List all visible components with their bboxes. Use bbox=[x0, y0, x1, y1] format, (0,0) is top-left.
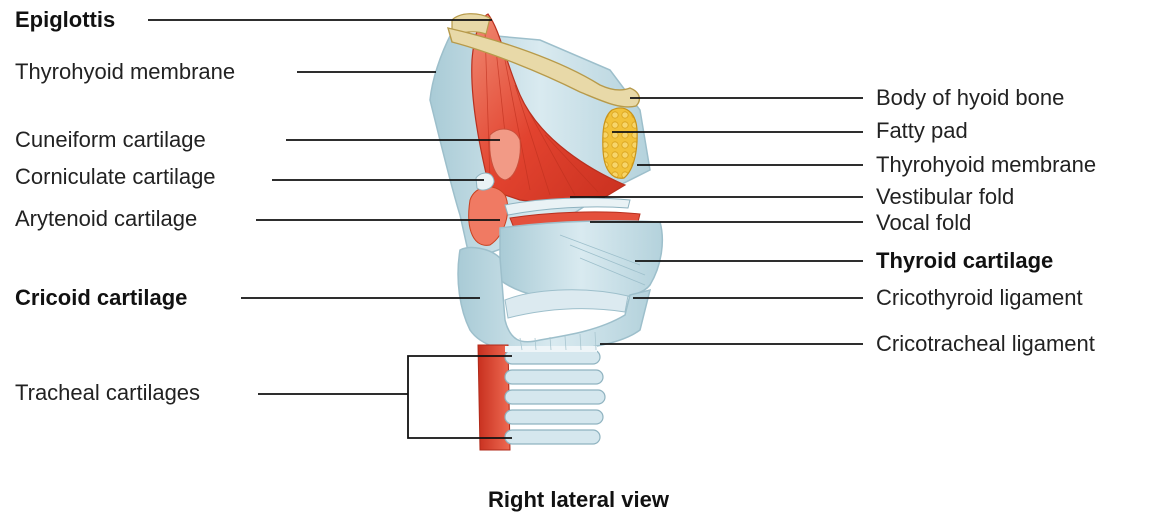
tracheal-rings bbox=[505, 346, 605, 444]
label-corniculate-cartilage: Corniculate cartilage bbox=[15, 166, 216, 188]
label-cricothyroid-ligament: Cricothyroid ligament bbox=[876, 287, 1083, 309]
label-vocal-fold: Vocal fold bbox=[876, 212, 971, 234]
cricoid-arch bbox=[505, 290, 628, 318]
label-vestibular-fold: Vestibular fold bbox=[876, 186, 1014, 208]
label-cuneiform-cartilage: Cuneiform cartilage bbox=[15, 129, 206, 151]
label-cricotracheal-ligament: Cricotracheal ligament bbox=[876, 333, 1095, 355]
label-body-of-hyoid-bone: Body of hyoid bone bbox=[876, 87, 1064, 109]
label-arytenoid-cartilage: Arytenoid cartilage bbox=[15, 208, 197, 230]
label-thyrohyoid-membrane-right: Thyrohyoid membrane bbox=[876, 154, 1096, 176]
label-thyrohyoid-membrane-left: Thyrohyoid membrane bbox=[15, 61, 235, 83]
label-fatty-pad: Fatty pad bbox=[876, 120, 968, 142]
corniculate-shape bbox=[476, 173, 494, 190]
fatty-pad-shape bbox=[603, 108, 637, 178]
caption: Right lateral view bbox=[0, 487, 1157, 513]
label-thyroid-cartilage: Thyroid cartilage bbox=[876, 250, 1053, 272]
label-epiglottis: Epiglottis bbox=[15, 9, 115, 31]
label-tracheal-cartilages: Tracheal cartilages bbox=[15, 382, 200, 404]
label-cricoid-cartilage: Cricoid cartilage bbox=[15, 287, 187, 309]
